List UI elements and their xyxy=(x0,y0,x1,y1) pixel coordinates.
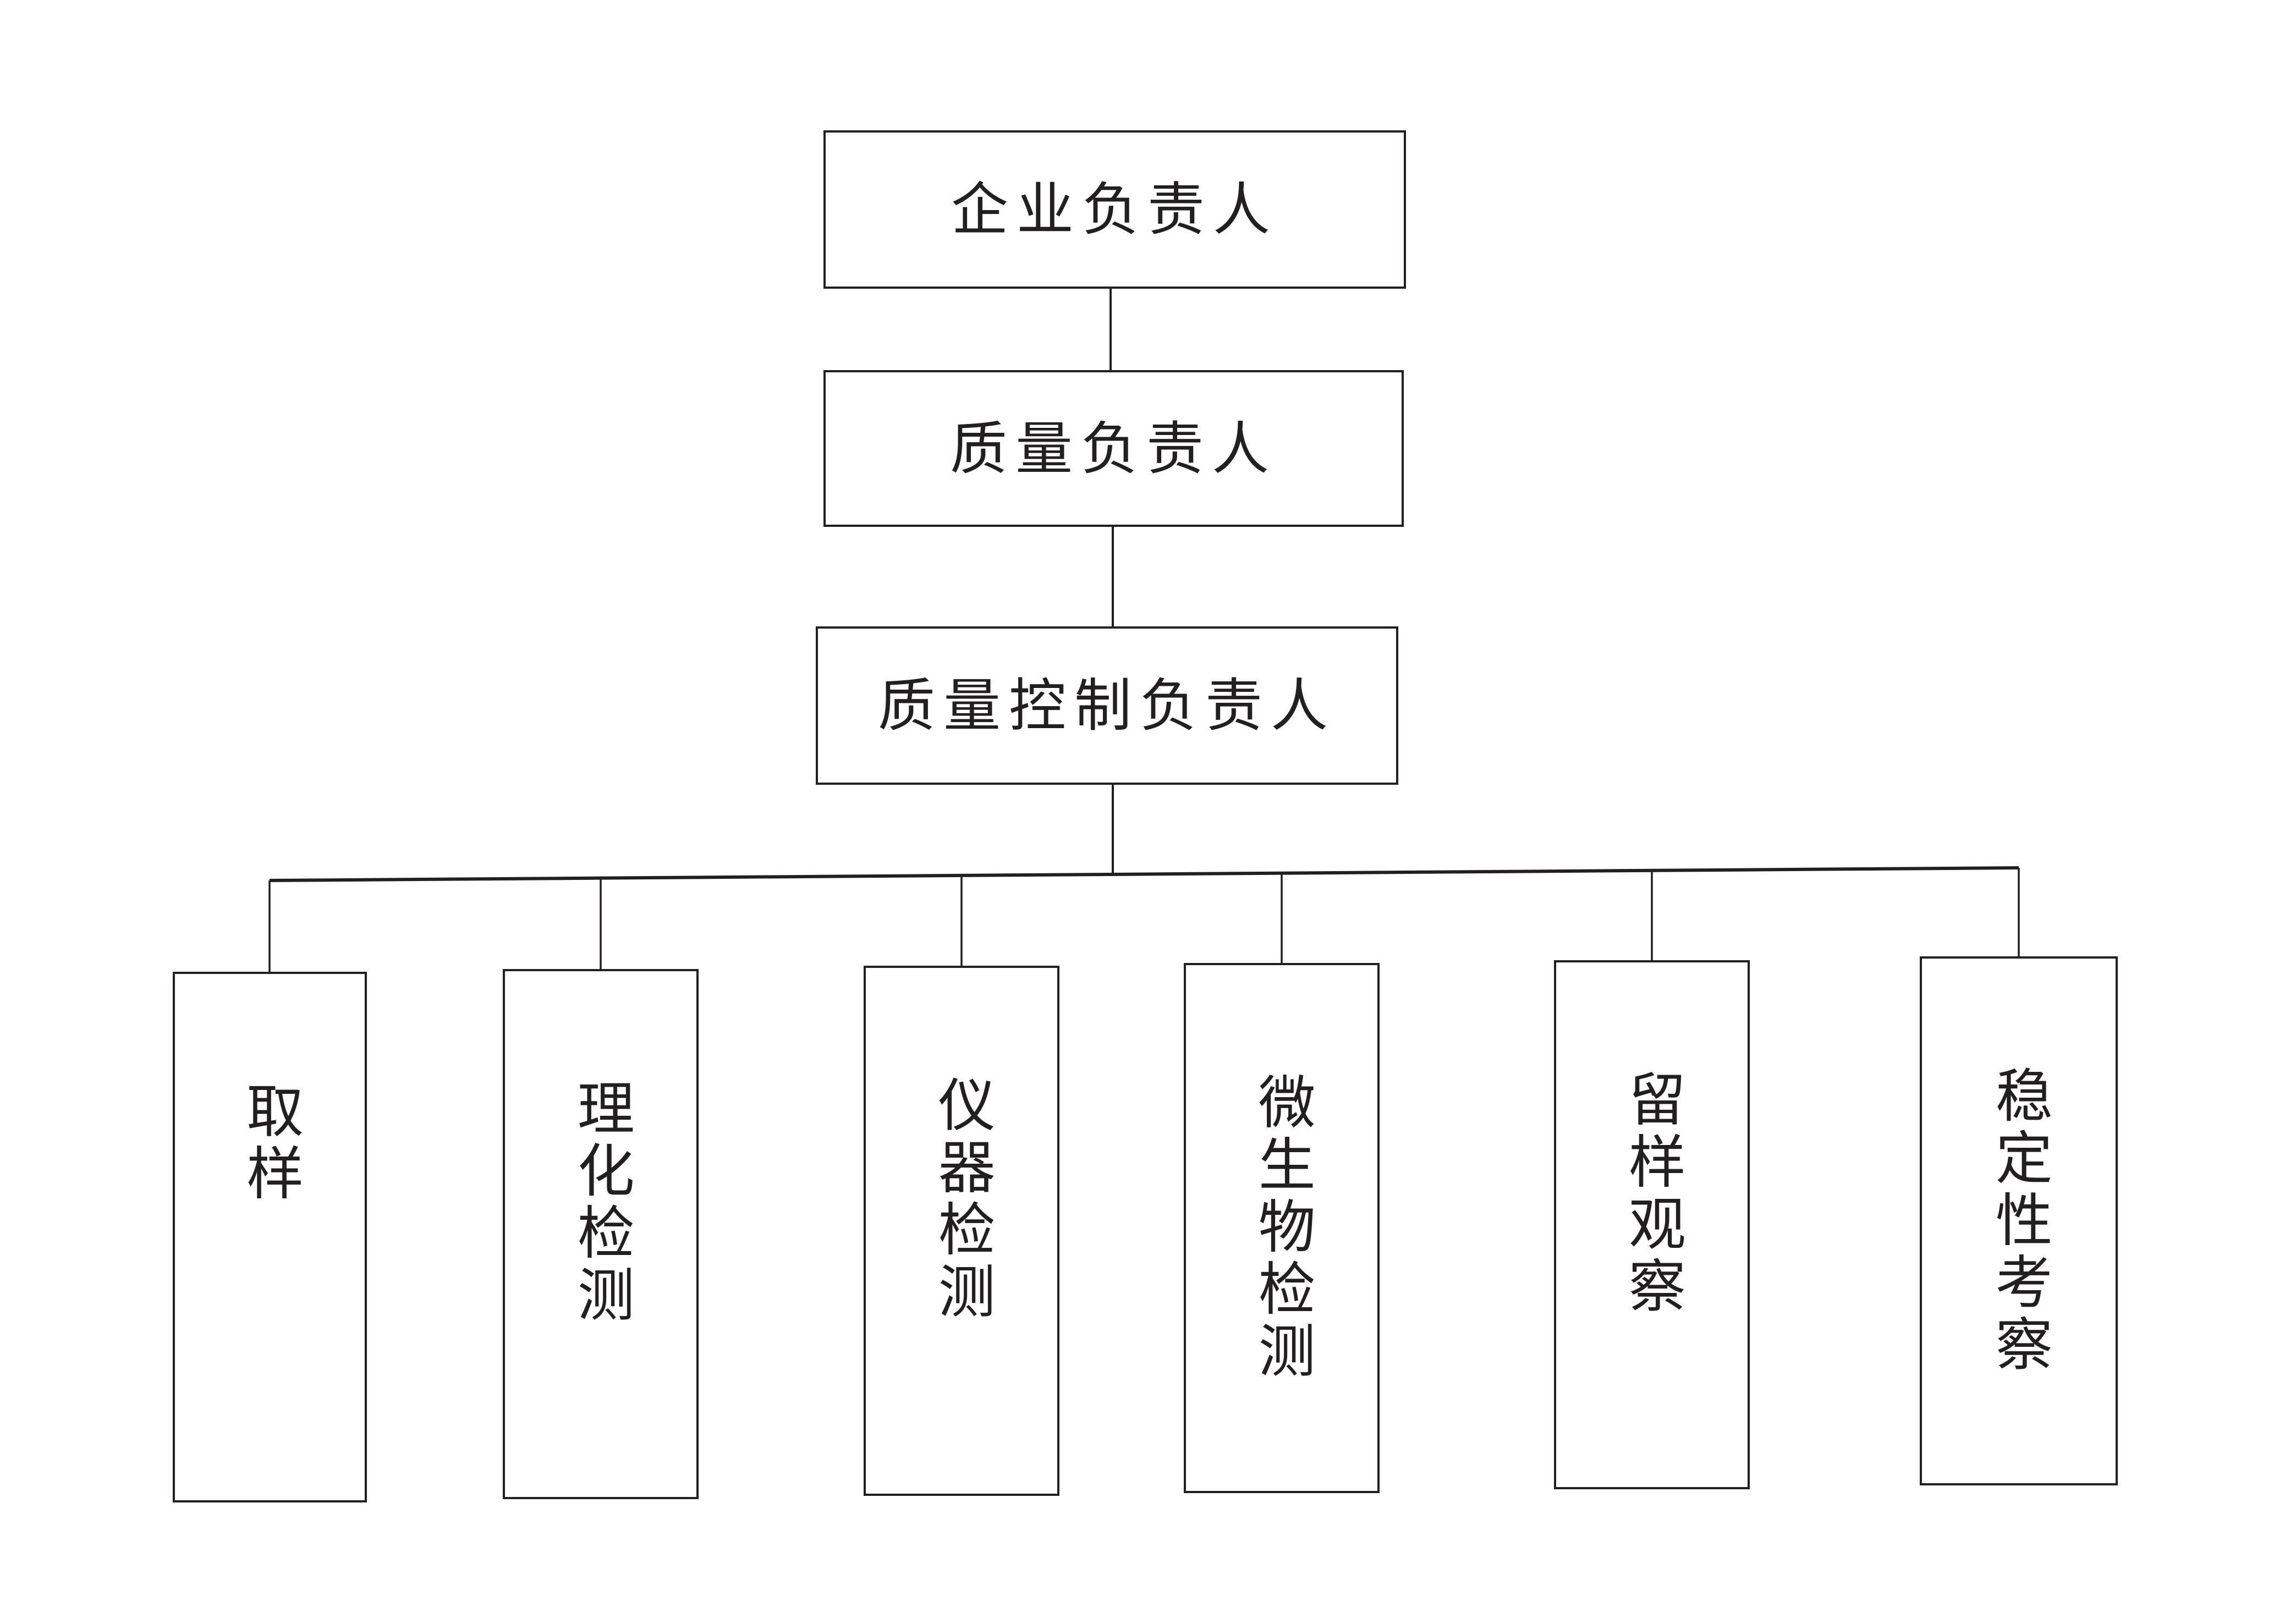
org-box-quality-head-label: 质量负责人 xyxy=(949,415,1277,482)
org-box-microbiology-testing: 微生物检测 xyxy=(1184,963,1380,1493)
org-box-physchem-testing-label: 理化检测 xyxy=(567,1078,635,1327)
org-box-sampling-label: 取样 xyxy=(236,1081,304,1205)
org-box-instrument-testing-label: 仪器检测 xyxy=(928,1075,996,1324)
org-box-retained-sample-observation-label: 留样观察 xyxy=(1618,1070,1686,1318)
distributor-line xyxy=(269,866,2019,882)
org-box-instrument-testing: 仪器检测 xyxy=(864,966,1059,1496)
org-box-retained-sample-observation: 留样观察 xyxy=(1554,960,1750,1489)
org-box-physchem-testing: 理化检测 xyxy=(503,969,699,1499)
org-box-qc-head: 质量控制负责人 xyxy=(816,626,1398,785)
org-box-microbiology-testing-label: 微生物检测 xyxy=(1248,1072,1316,1383)
org-box-quality-head: 质量负责人 xyxy=(823,370,1404,527)
org-box-stability-investigation: 稳定性考察 xyxy=(1920,956,2118,1485)
org-box-qc-head-label: 质量控制负责人 xyxy=(877,672,1336,739)
org-box-sampling: 取样 xyxy=(173,972,367,1502)
org-box-enterprise-head: 企业负责人 xyxy=(823,130,1406,289)
org-box-enterprise-head-label: 企业负责人 xyxy=(951,176,1278,243)
org-box-stability-investigation-label: 稳定性考察 xyxy=(1985,1066,2053,1377)
